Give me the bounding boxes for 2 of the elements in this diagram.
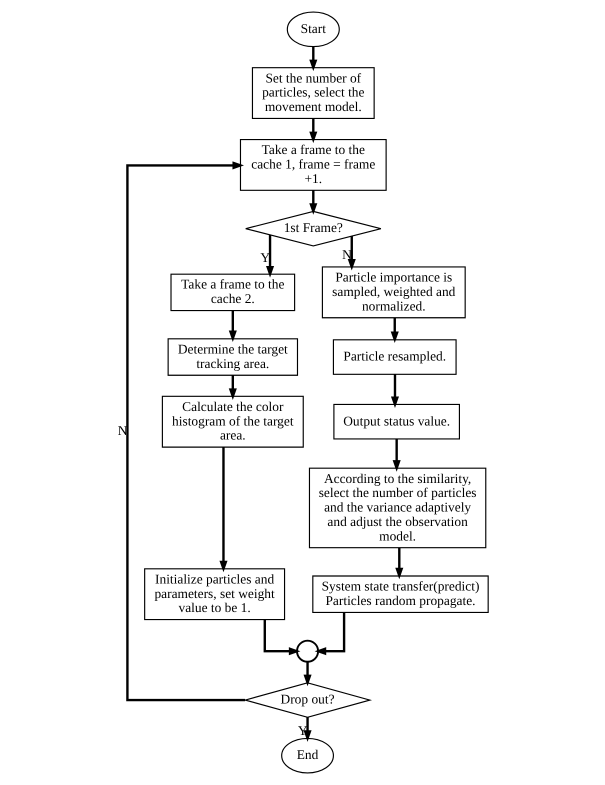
edge-label: Y [297, 723, 308, 738]
edge-label: Y [260, 250, 270, 265]
